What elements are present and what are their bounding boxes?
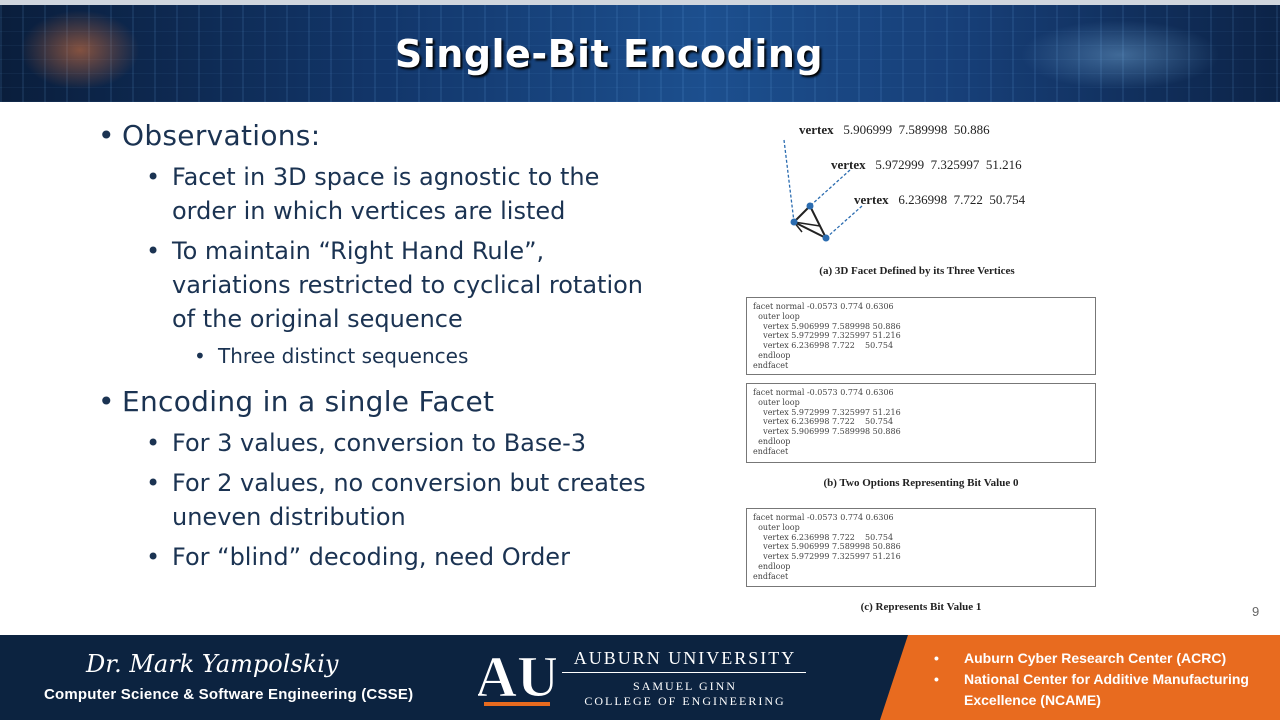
vertex-1-leader [783,139,795,223]
university-divider [562,672,806,673]
vertex-3-label: vertex [854,192,889,207]
bullet-obs-2: To maintain “Right Hand Rule”, variation… [146,234,658,336]
slide-title: Single-Bit Encoding [394,32,824,76]
code-box-a: facet normal -0.0573 0.774 0.6306 outer … [746,297,1096,375]
vertex-3-leader [825,205,863,239]
author-name: Dr. Mark Yampolskiy [86,650,339,678]
vertex-1-point [790,218,798,226]
auburn-logo-letters: AU [478,644,556,709]
vertex-3-text: vertex 6.236998 7.722 50.754 [854,192,1025,208]
bullet-observations: Observations: [98,118,658,154]
caption-b: (b) Two Options Representing Bit Value 0 [823,477,1019,489]
header-top-line [0,0,1280,5]
vertex-3-values: 6.236998 7.722 50.754 [898,192,1026,207]
caption-a: (a) 3D Facet Defined by its Three Vertic… [819,265,1015,277]
vertex-2-label: vertex [831,157,866,172]
auburn-logo-underline [484,702,550,706]
university-name: AUBURN UNIVERSITY [573,648,797,668]
code-box-b: facet normal -0.0573 0.774 0.6306 outer … [746,383,1096,463]
bullet-enc-3: For “blind” decoding, need Order [146,540,658,574]
header-decoration-right [1020,20,1220,90]
header-decoration-left [20,10,140,90]
center-acrc: Auburn Cyber Research Center (ACRC) [930,648,1275,669]
vertex-2-values: 5.972999 7.325997 51.216 [875,157,1022,172]
department-name: Computer Science & Software Engineering … [44,686,414,703]
research-centers-list: Auburn Cyber Research Center (ACRC) Nati… [930,648,1275,711]
vertex-2-point [806,202,814,210]
vertex-1-values: 5.906999 7.589998 50.886 [843,122,990,137]
vertex-1-label: vertex [799,122,834,137]
college-line-2: COLLEGE OF ENGINEERING [584,694,786,708]
facet-diagram [783,139,863,242]
bullet-obs-1: Facet in 3D space is agnostic to the ord… [146,160,658,228]
bullet-encoding: Encoding in a single Facet [98,384,658,420]
center-ncame: National Center for Additive Manufacturi… [930,669,1275,711]
vertex-2-text: vertex 5.972999 7.325997 51.216 [831,157,1022,173]
bullet-enc-2: For 2 values, no conversion but creates … [146,466,658,534]
header-banner: Single-Bit Encoding [0,0,1280,102]
caption-c: (c) Represents Bit Value 1 [860,601,982,613]
facet-normal-arrow [793,221,821,227]
bullet-enc-1: For 3 values, conversion to Base-3 [146,426,658,460]
code-box-c: facet normal -0.0573 0.774 0.6306 outer … [746,508,1096,587]
vertex-3-point [822,234,830,242]
vertex-2-leader [809,169,851,207]
vertex-1-text: vertex 5.906999 7.589998 50.886 [799,122,990,138]
bullet-obs-2-sub: Three distinct sequences [194,342,658,370]
facet-triangle [792,204,829,241]
auburn-logo-icon: AU [478,644,556,710]
bullet-list: Observations: Facet in 3D space is agnos… [98,118,658,580]
page-number: 9 [1252,604,1260,619]
college-line-1: SAMUEL GINN [633,679,737,693]
